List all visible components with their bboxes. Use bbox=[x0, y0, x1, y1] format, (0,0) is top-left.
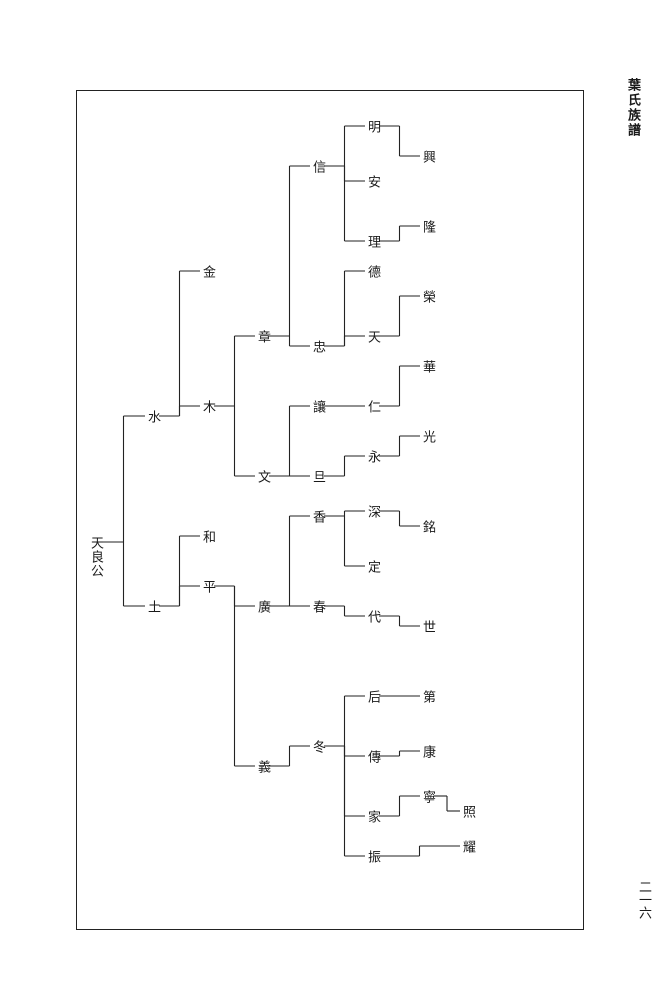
tree-node-shui: 水 bbox=[145, 410, 160, 424]
tree-node-n_yao: 耀 bbox=[460, 840, 475, 854]
tree-node-name: 仁 bbox=[365, 400, 380, 414]
tree-node-n_tian: 天 bbox=[365, 330, 380, 344]
tree-node-name: 光 bbox=[420, 430, 435, 444]
tree-node-n_dai: 代 bbox=[365, 610, 380, 624]
genealogy-title: 葉氏族譜 bbox=[625, 78, 640, 138]
tree-node-name: 傳 bbox=[365, 750, 380, 764]
genealogy-frame bbox=[76, 90, 584, 930]
tree-node-name: 信 bbox=[310, 160, 325, 174]
tree-node-tianliang: 天良公 bbox=[88, 536, 103, 578]
tree-node-name: 銘 bbox=[420, 520, 435, 534]
tree-node-zhang: 章 bbox=[255, 330, 270, 344]
tree-node-name: 德 bbox=[365, 265, 380, 279]
tree-node-xin: 信 bbox=[310, 160, 325, 174]
tree-node-name: 香 bbox=[310, 510, 325, 524]
tree-node-name: 安 bbox=[365, 175, 380, 189]
tree-node-n_shen: 深 bbox=[365, 505, 380, 519]
tree-node-name: 天良公 bbox=[88, 536, 103, 578]
tree-node-n_jia: 家 bbox=[365, 810, 380, 824]
tree-node-n_de: 德 bbox=[365, 265, 380, 279]
tree-node-name: 和 bbox=[200, 530, 215, 544]
tree-node-name: 華 bbox=[420, 360, 435, 374]
tree-node-n_xing: 興 bbox=[420, 150, 435, 164]
tree-node-zhong: 忠 bbox=[310, 340, 325, 354]
tree-node-mu: 木 bbox=[200, 400, 215, 414]
tree-node-n_guang2: 光 bbox=[420, 430, 435, 444]
tree-node-name: 隆 bbox=[420, 220, 435, 234]
tree-node-name: 章 bbox=[255, 330, 270, 344]
tree-node-n_ming: 明 bbox=[365, 120, 380, 134]
tree-node-name: 金 bbox=[200, 265, 215, 279]
tree-node-name: 第 bbox=[420, 690, 435, 704]
tree-node-name: 康 bbox=[420, 745, 435, 759]
tree-node-name: 定 bbox=[365, 560, 380, 574]
tree-node-he: 和 bbox=[200, 530, 215, 544]
tree-node-n_ming2: 銘 bbox=[420, 520, 435, 534]
tree-node-name: 振 bbox=[365, 850, 380, 864]
tree-node-name: 讓 bbox=[310, 400, 325, 414]
tree-node-dong: 冬 bbox=[310, 740, 325, 754]
tree-node-name: 后 bbox=[365, 690, 380, 704]
tree-node-n_chuan: 傳 bbox=[365, 750, 380, 764]
tree-node-n_hou: 后 bbox=[365, 690, 380, 704]
tree-node-n_hua: 華 bbox=[420, 360, 435, 374]
tree-node-wen: 文 bbox=[255, 470, 270, 484]
tree-node-n_shi: 世 bbox=[420, 620, 435, 634]
tree-node-name: 深 bbox=[365, 505, 380, 519]
tree-node-name: 照 bbox=[460, 805, 475, 819]
tree-node-yi: 義 bbox=[255, 760, 270, 774]
tree-node-chun: 春 bbox=[310, 600, 325, 614]
tree-node-n_rong: 榮 bbox=[420, 290, 435, 304]
tree-node-n_ding: 定 bbox=[365, 560, 380, 574]
tree-node-name: 寧 bbox=[420, 790, 435, 804]
tree-node-name: 旦 bbox=[310, 470, 325, 484]
page-number: 二一六 bbox=[636, 880, 651, 919]
tree-node-n_long: 隆 bbox=[420, 220, 435, 234]
tree-node-name: 興 bbox=[420, 150, 435, 164]
tree-node-name: 代 bbox=[365, 610, 380, 624]
tree-node-guang: 廣 bbox=[255, 600, 270, 614]
tree-node-n_zhen: 振 bbox=[365, 850, 380, 864]
tree-node-n_ning: 寧 bbox=[420, 790, 435, 804]
tree-node-name: 明 bbox=[365, 120, 380, 134]
tree-node-name: 永 bbox=[365, 450, 380, 464]
tree-node-name: 忠 bbox=[310, 340, 325, 354]
tree-node-name: 榮 bbox=[420, 290, 435, 304]
tree-node-rang: 讓 bbox=[310, 400, 325, 414]
tree-node-name: 世 bbox=[420, 620, 435, 634]
tree-node-name: 土 bbox=[145, 600, 160, 614]
tree-node-name: 文 bbox=[255, 470, 270, 484]
tree-node-name: 冬 bbox=[310, 740, 325, 754]
tree-node-name: 木 bbox=[200, 400, 215, 414]
tree-node-dan: 旦 bbox=[310, 470, 325, 484]
tree-node-n_di: 第 bbox=[420, 690, 435, 704]
tree-node-name: 理 bbox=[365, 235, 380, 249]
tree-node-name: 天 bbox=[365, 330, 380, 344]
tree-node-name: 春 bbox=[310, 600, 325, 614]
tree-node-n_kang: 康 bbox=[420, 745, 435, 759]
tree-node-tu: 土 bbox=[145, 600, 160, 614]
tree-node-n_zhao: 照 bbox=[460, 805, 475, 819]
tree-node-n_an: 安 bbox=[365, 175, 380, 189]
tree-node-name: 家 bbox=[365, 810, 380, 824]
tree-node-jin: 金 bbox=[200, 265, 215, 279]
tree-node-name: 義 bbox=[255, 760, 270, 774]
tree-node-name: 耀 bbox=[460, 840, 475, 854]
tree-node-name: 水 bbox=[145, 410, 160, 424]
tree-node-name: 廣 bbox=[255, 600, 270, 614]
tree-node-name: 平 bbox=[200, 580, 215, 594]
tree-node-n_ren: 仁 bbox=[365, 400, 380, 414]
tree-node-n_yong: 永 bbox=[365, 450, 380, 464]
tree-node-ping: 平 bbox=[200, 580, 215, 594]
tree-node-xiang: 香 bbox=[310, 510, 325, 524]
tree-node-n_li: 理 bbox=[365, 235, 380, 249]
